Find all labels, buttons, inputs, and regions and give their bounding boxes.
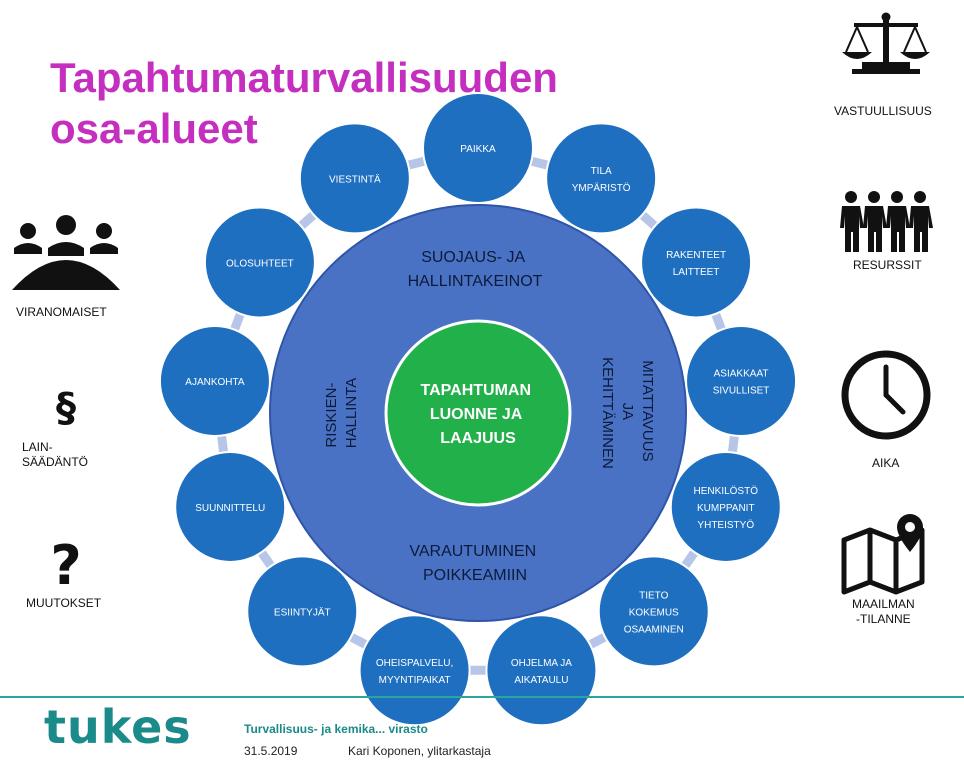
ring-label-right: MITATTAVUUS JA KEHITTÄMINEN	[599, 357, 656, 469]
label-changes: MUUTOKSET	[26, 596, 102, 610]
people-icon	[840, 191, 933, 252]
outer-node-circle	[669, 450, 782, 563]
outer-node-circle	[298, 122, 411, 235]
outer-node: SUUNNITTELU	[174, 450, 287, 563]
question-mark-icon: ?	[50, 534, 81, 597]
center-text: TAPAHTUMAN LUONNE JA LAAJUUS	[421, 382, 536, 447]
page-title: Tapahtumaturvallisuuden osa-alueet	[50, 52, 558, 154]
outer-node: OHEISPALVELU, MYYNTIPAIKAT	[358, 614, 471, 727]
outer-node: TILA YMPÄRISTÖ	[545, 122, 658, 235]
footer-author: Kari Koponen, ylitarkastaja	[348, 744, 491, 758]
label-resources: RESURSSIT	[853, 258, 922, 272]
outer-node-label: OSAAMINEN	[624, 624, 684, 635]
label-authorities: VIRANOMAISET	[16, 305, 107, 319]
outer-node-circle	[597, 555, 710, 668]
outer-node: ESIINTYJÄT	[246, 555, 359, 668]
outer-node-label: HENKILÖSTÖ	[694, 485, 759, 497]
outer-node-circle	[545, 122, 658, 235]
outer-node-circle	[174, 450, 287, 563]
center-text-line: LAAJUUS	[440, 430, 516, 447]
ring-label-top: SUOJAUS- JA HALLINTAKEINOT	[408, 249, 543, 290]
outer-node: AJANKOHTA	[158, 325, 271, 438]
outer-node-circle	[685, 325, 798, 438]
clock-icon	[841, 350, 931, 440]
outer-node: RAKENTEET LAITTEET	[640, 206, 753, 319]
outer-node-label: KUMPPANIT	[697, 503, 755, 514]
center-text-line: TAPAHTUMAN	[421, 382, 532, 399]
footer-divider	[0, 696, 964, 698]
outer-node-label: YMPÄRISTÖ	[572, 182, 631, 194]
outer-node: TIETO KOKEMUS OSAAMINEN	[597, 555, 710, 668]
outer-node-label: OHJELMA JA	[511, 658, 572, 669]
scales-icon	[842, 12, 930, 74]
label-world-situation: MAAILMAN -TILANNE	[852, 597, 915, 626]
outer-node-circle	[246, 555, 359, 668]
page-title-line-2: osa-alueet	[50, 105, 258, 152]
outer-node-label: YHTEISTYÖ	[697, 519, 754, 531]
outer-node-label: AJANKOHTA	[185, 377, 245, 388]
outer-node-circle	[158, 325, 271, 438]
outer-node-circle	[203, 206, 316, 319]
outer-node-label: MYYNTIPAIKAT	[379, 675, 451, 686]
ring-label-left: RISKIEN- HALLINTA	[323, 378, 360, 449]
center-circle	[384, 319, 572, 507]
outer-node: PAIKKA	[422, 92, 534, 204]
outer-node: HENKILÖSTÖ KUMPPANIT YHTEISTYÖ	[669, 450, 782, 563]
outer-node: OLOSUHTEET	[203, 206, 316, 319]
outer-node-label: TIETO	[639, 590, 668, 601]
outer-node-label: RAKENTEET	[666, 250, 726, 261]
outer-node-label: TILA	[591, 166, 612, 177]
outer-node-label: OLOSUHTEET	[226, 258, 294, 269]
outer-node: OHJELMA JA AIKATAULU	[485, 614, 598, 727]
outer-node-circle	[422, 92, 534, 204]
outer-node-label: KOKEMUS	[629, 607, 679, 618]
outer-node: VIESTINTÄ	[298, 122, 411, 235]
footer-organization: Turvallisuus- ja kemika... virasto	[244, 722, 428, 736]
outer-node-label: VIESTINTÄ	[329, 173, 381, 185]
label-time: AIKA	[872, 456, 900, 470]
outer-node-label: ESIINTYJÄT	[274, 606, 331, 618]
outer-node-label: SIVULLISET	[713, 386, 770, 397]
label-responsibility: VASTUULLISUUS	[834, 104, 932, 118]
outer-node-circle	[485, 614, 598, 727]
ring-label-bottom: VARAUTUMINEN POIKKEAMIIN	[409, 543, 540, 584]
people-group-icon	[12, 215, 120, 290]
center-text-line: LUONNE JA	[430, 406, 523, 423]
section-sign-icon: §	[56, 385, 76, 431]
footer-date: 31.5.2019	[244, 744, 298, 758]
map-pin-icon	[841, 514, 925, 595]
outer-node-label: OHEISPALVELU,	[376, 658, 453, 669]
outer-node-circle	[640, 206, 753, 319]
outer-node-label: AIKATAULU	[514, 675, 568, 686]
label-legislation: LAIN- SÄÄDÄNTÖ	[22, 440, 89, 469]
outer-node-label: PAIKKA	[460, 144, 496, 155]
outer-node-label: SUUNNITTELU	[195, 503, 265, 514]
outer-node-circle	[358, 614, 471, 727]
outer-node-label: LAITTEET	[673, 267, 720, 278]
tukes-logo: tukes	[44, 700, 192, 754]
outer-node-label: ASIAKKAAT	[714, 369, 769, 380]
outer-node: ASIAKKAAT SIVULLISET	[685, 325, 798, 438]
